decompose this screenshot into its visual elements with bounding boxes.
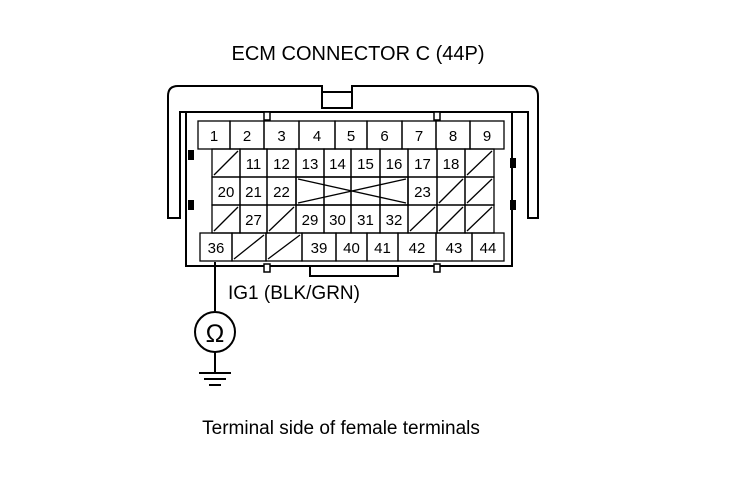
- terminal-number-14: 14: [329, 156, 346, 173]
- terminal-cavity: [265, 232, 303, 262]
- ground-icon: [199, 372, 231, 386]
- terminal-cavity: [464, 176, 495, 206]
- terminal-cavity: 1: [197, 120, 231, 150]
- terminal-cavity: 5: [334, 120, 368, 150]
- terminal-number-23: 23: [414, 184, 431, 201]
- terminal-number-31: 31: [357, 212, 374, 229]
- terminal-cavity: 14: [323, 148, 352, 178]
- terminal-cavity: [436, 176, 466, 206]
- terminal-cavity: [211, 204, 241, 234]
- terminal-cavity: 18: [436, 148, 466, 178]
- terminal-number-32: 32: [386, 212, 403, 229]
- terminal-number-43: 43: [446, 240, 463, 257]
- terminal-cavity: 30: [323, 204, 352, 234]
- terminal-number-22: 22: [273, 184, 290, 201]
- terminal-cavity: [464, 148, 495, 178]
- terminal-cavity: 2: [229, 120, 265, 150]
- terminal-cavity: 7: [401, 120, 437, 150]
- terminal-number-5: 5: [347, 128, 355, 145]
- terminal-number-39: 39: [311, 240, 328, 257]
- terminal-cavity: 6: [366, 120, 403, 150]
- terminal-cavity: [231, 232, 267, 262]
- terminal-number-36: 36: [208, 240, 225, 257]
- ohmmeter-symbol: Ω: [206, 320, 225, 348]
- terminal-cavity: 15: [350, 148, 381, 178]
- terminal-cavity: [407, 204, 438, 234]
- terminal-cavity: 20: [211, 176, 241, 206]
- terminal-number-16: 16: [386, 156, 403, 173]
- terminal-cavity: 12: [266, 148, 297, 178]
- terminal-cavity: 22: [266, 176, 297, 206]
- terminal-number-2: 2: [243, 128, 251, 145]
- terminal-cavity: 41: [366, 232, 399, 262]
- terminal-number-44: 44: [480, 240, 497, 257]
- terminal-number-3: 3: [277, 128, 285, 145]
- terminal-cavity: 43: [435, 232, 473, 262]
- terminal-cavity: [211, 148, 241, 178]
- terminal-number-29: 29: [302, 212, 319, 229]
- terminal-cavity: 3: [263, 120, 300, 150]
- terminal-cavity: 11: [239, 148, 268, 178]
- terminal-cavity: 31: [350, 204, 381, 234]
- terminal-cavity: 42: [397, 232, 437, 262]
- terminal-cavity: 9: [469, 120, 505, 150]
- terminal-number-7: 7: [415, 128, 423, 145]
- terminal-number-40: 40: [343, 240, 360, 257]
- probe-circuit: Ω: [194, 262, 236, 386]
- terminal-cavity: [323, 176, 352, 206]
- terminal-cavity: [350, 176, 381, 206]
- terminal-number-21: 21: [245, 184, 262, 201]
- terminal-number-17: 17: [414, 156, 431, 173]
- terminal-number-18: 18: [443, 156, 460, 173]
- terminal-number-1: 1: [210, 128, 218, 145]
- terminal-cavity: [266, 204, 297, 234]
- terminal-cavity: 16: [379, 148, 409, 178]
- terminal-number-30: 30: [329, 212, 346, 229]
- terminal-cavity: 27: [239, 204, 268, 234]
- terminal-number-42: 42: [409, 240, 426, 257]
- terminal-number-9: 9: [483, 128, 491, 145]
- terminal-cavity: 8: [435, 120, 471, 150]
- connector-housing: [167, 85, 539, 277]
- terminal-cavity: 4: [298, 120, 336, 150]
- terminal-cavity: 17: [407, 148, 438, 178]
- terminal-number-8: 8: [449, 128, 457, 145]
- wire-label: IG1 (BLK/GRN): [228, 283, 360, 304]
- terminal-number-13: 13: [302, 156, 319, 173]
- terminal-cavity: 13: [295, 148, 325, 178]
- terminal-cavity: 32: [379, 204, 409, 234]
- terminal-number-6: 6: [380, 128, 388, 145]
- terminal-cavity: 44: [471, 232, 505, 262]
- terminal-number-20: 20: [218, 184, 235, 201]
- terminal-cavity: 39: [301, 232, 337, 262]
- terminal-number-11: 11: [246, 156, 262, 173]
- terminal-number-41: 41: [374, 240, 391, 257]
- terminal-number-15: 15: [357, 156, 374, 173]
- terminal-number-4: 4: [313, 128, 321, 145]
- terminal-cavity: [436, 204, 466, 234]
- terminal-number-12: 12: [273, 156, 290, 173]
- terminal-cavity: [464, 204, 495, 234]
- terminal-cavity: 40: [335, 232, 368, 262]
- unused-cavity-block: [295, 176, 409, 206]
- terminal-cavity: 36: [199, 232, 233, 262]
- terminal-cavity: 21: [239, 176, 268, 206]
- terminal-cavity: 29: [295, 204, 325, 234]
- terminal-number-27: 27: [245, 212, 262, 229]
- diagram-title: ECM CONNECTOR C (44P): [232, 43, 485, 65]
- terminal-cavity: 23: [407, 176, 438, 206]
- diagram-caption: Terminal side of female terminals: [202, 418, 480, 439]
